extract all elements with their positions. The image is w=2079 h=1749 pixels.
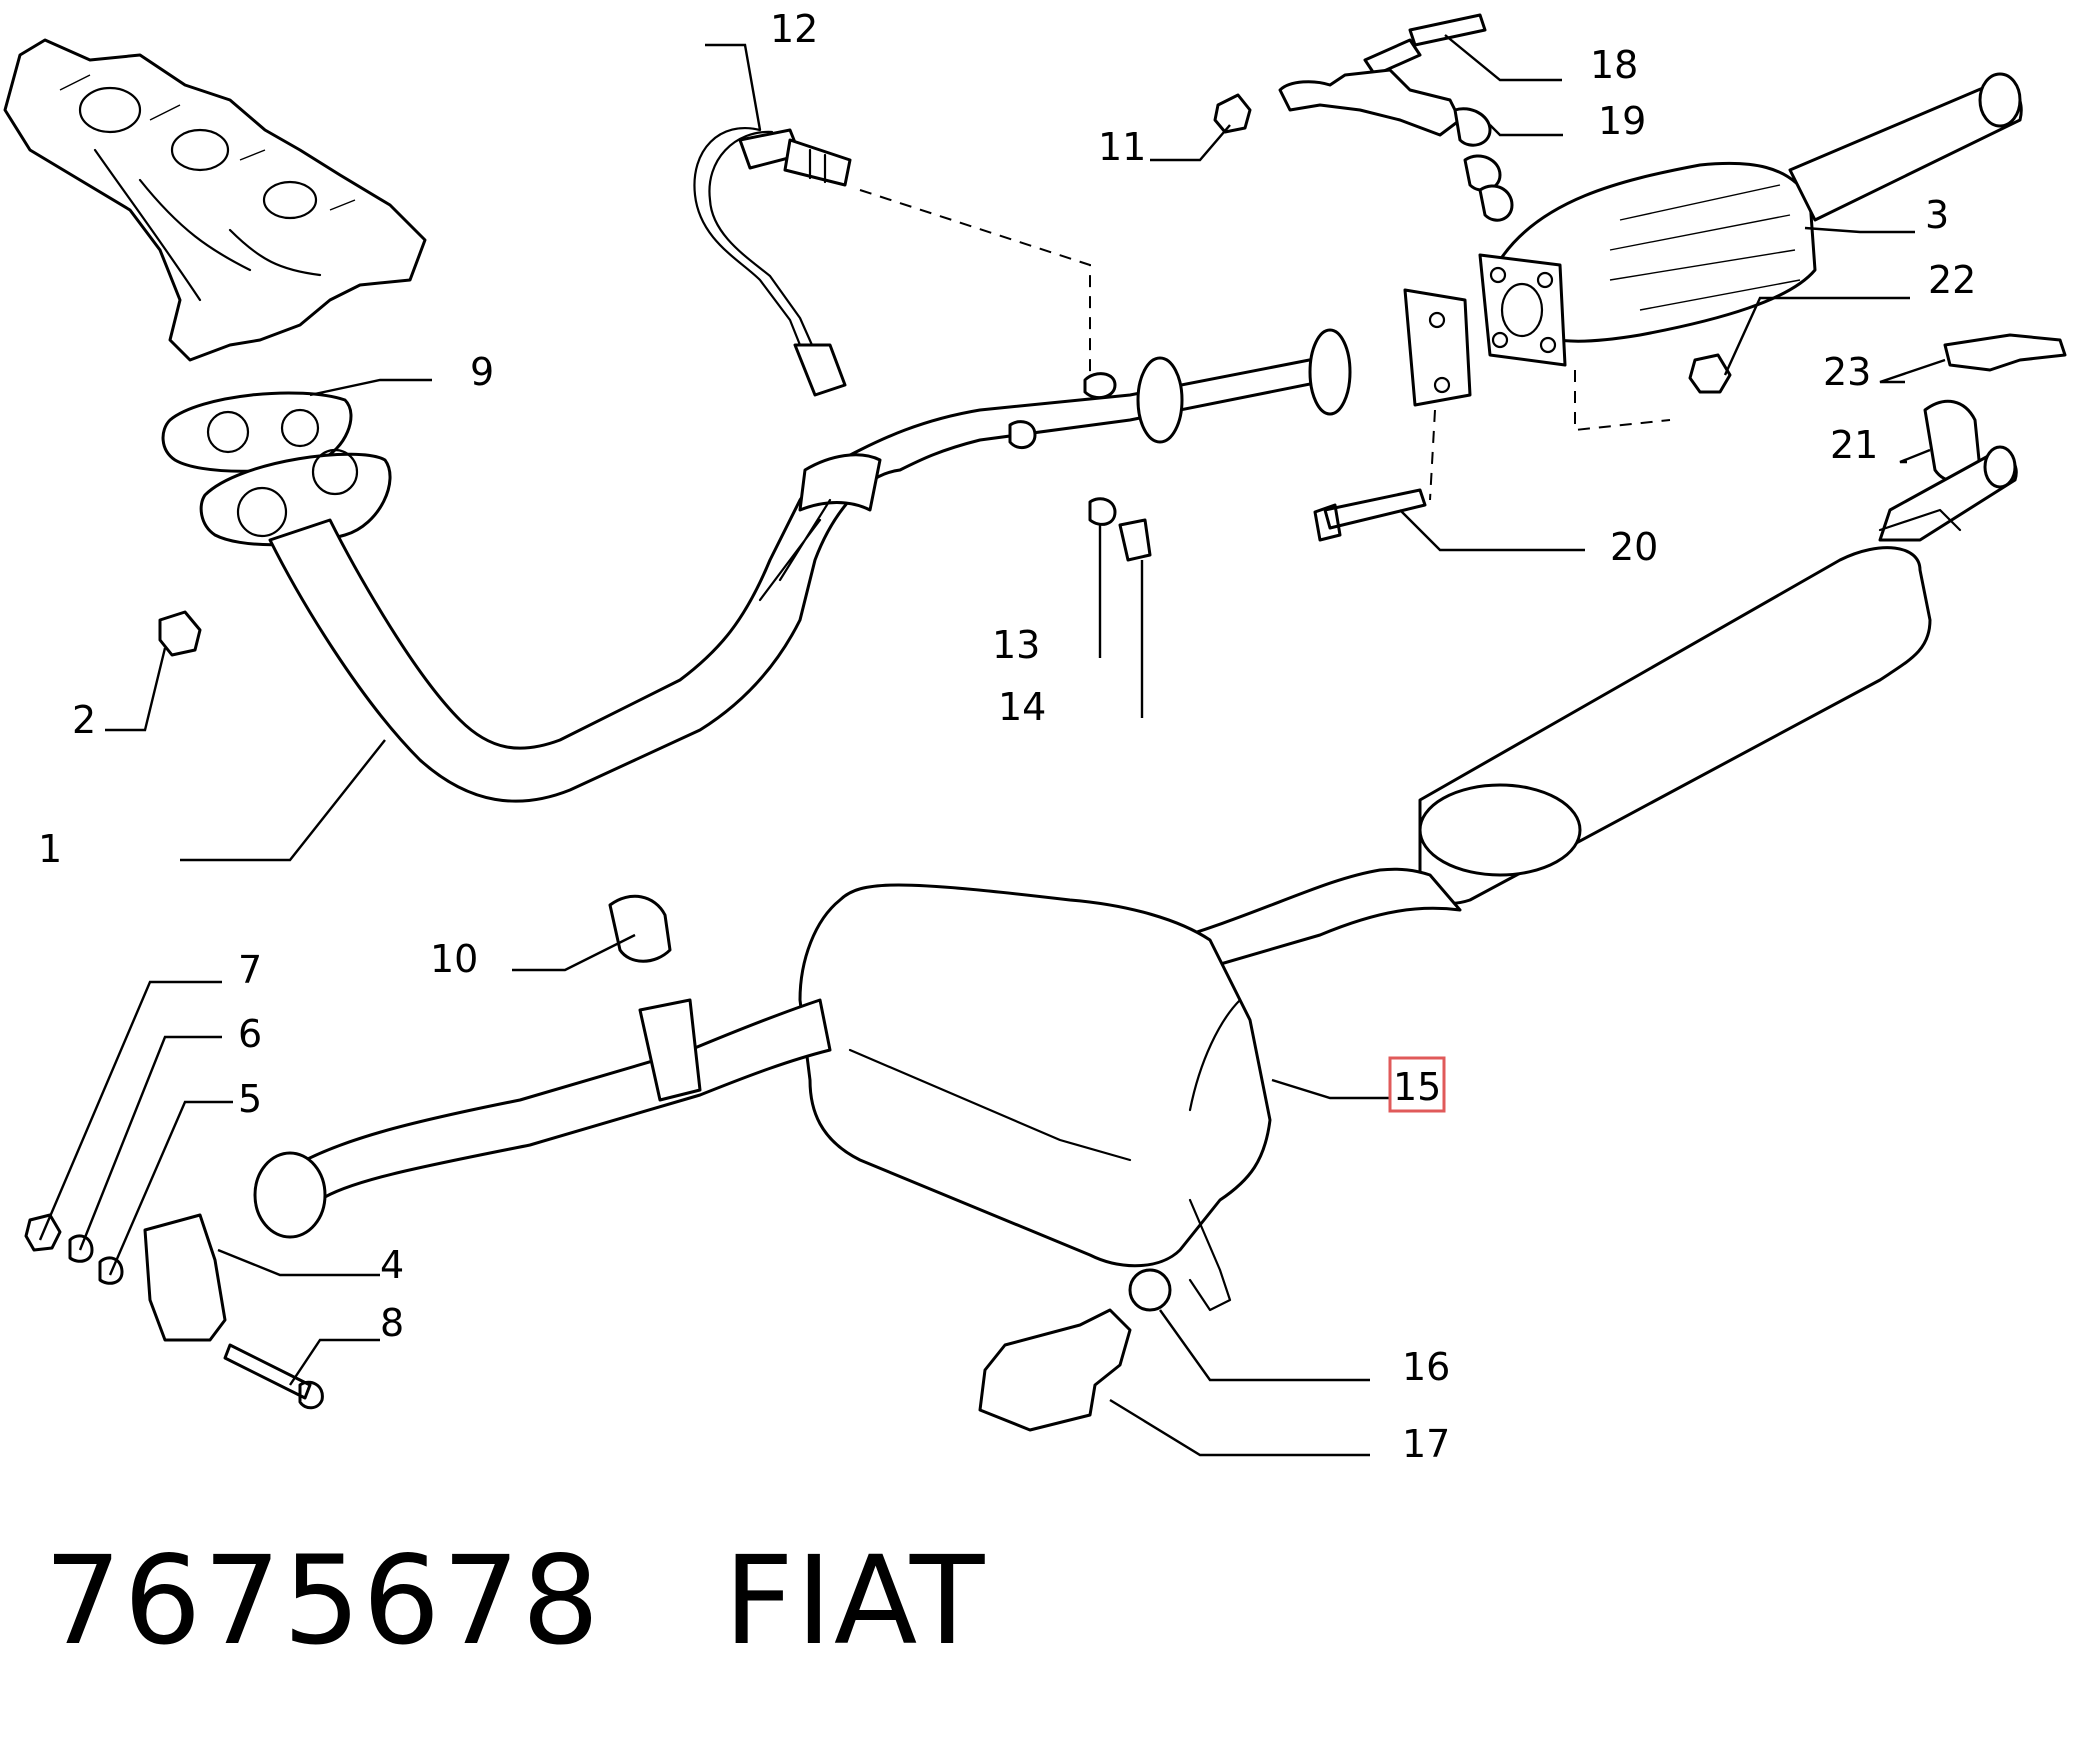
- callout-15: 15: [1393, 1065, 1441, 1109]
- part-number-caption: 7675678 FIAT: [44, 1530, 987, 1672]
- callout-18: 18: [1590, 43, 1638, 87]
- nut-22: [1688, 353, 1732, 394]
- converter-dashed-guide: [1574, 370, 1671, 432]
- nut-11: [1213, 93, 1252, 134]
- catalytic-converter: [1478, 72, 2023, 367]
- callout-23: 23: [1823, 350, 1871, 394]
- exhaust-manifold: [3, 38, 427, 362]
- callout-19: 19: [1598, 99, 1646, 143]
- nut-2: [158, 610, 202, 657]
- callout-12: 12: [770, 7, 818, 51]
- center-silencer-15: [253, 867, 1462, 1312]
- callout-22: 22: [1928, 258, 1976, 302]
- callout-9: 9: [470, 350, 494, 394]
- clamp-4: [143, 1213, 227, 1342]
- rear-silencer: [1418, 445, 2018, 905]
- callout-4: 4: [380, 1243, 404, 1287]
- rubber-mount-10: [608, 894, 672, 963]
- bolt-8: [223, 1343, 324, 1410]
- callout-11: 11: [1098, 125, 1146, 169]
- callout-21: 21: [1830, 423, 1878, 467]
- plug-14: [1118, 518, 1152, 562]
- callout-7: 7: [238, 948, 262, 992]
- callout-5: 5: [238, 1077, 262, 1121]
- callout-2: 2: [72, 698, 96, 742]
- callout-13: 13: [992, 623, 1040, 667]
- hardware-18-19: [1278, 13, 1514, 222]
- lambda-sensor: [693, 127, 852, 397]
- callout-8: 8: [380, 1301, 404, 1345]
- leader-lines: [38, 34, 1946, 1457]
- callout-numbers: 1 2 3 4 5 6 7 8 9 10 11 12 13 14 15 16 1…: [38, 7, 1976, 1466]
- washer-13: [1088, 497, 1117, 526]
- bracket-17: [978, 1308, 1132, 1432]
- ring-16: [1128, 1268, 1172, 1312]
- callout-6: 6: [238, 1012, 262, 1056]
- callout-10: 10: [430, 937, 478, 981]
- bolt-20: [1313, 488, 1427, 542]
- front-exhaust-pipe: [268, 288, 1472, 803]
- callout-16: 16: [1402, 1345, 1450, 1389]
- callout-17: 17: [1402, 1422, 1450, 1466]
- callout-1: 1: [38, 827, 62, 871]
- bracket-23: [1943, 333, 2067, 372]
- sensor-dashed-guide: [859, 189, 1091, 380]
- callout-14: 14: [998, 685, 1046, 729]
- bolt-dashed-guide: [1429, 409, 1436, 501]
- rubber-mount-21: [1923, 399, 1982, 483]
- highlight-box-15: [1388, 1056, 1446, 1113]
- manifold-gasket: [161, 391, 392, 547]
- callout-3: 3: [1925, 193, 1949, 237]
- callout-20: 20: [1610, 525, 1658, 569]
